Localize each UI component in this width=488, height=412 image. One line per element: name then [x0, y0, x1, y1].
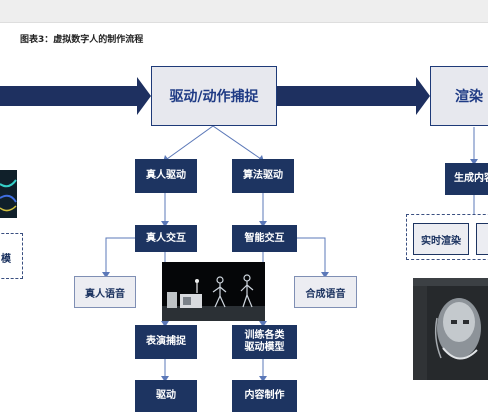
node-human-interact: 真人交互 — [135, 225, 197, 252]
render-options-group — [406, 214, 488, 260]
arrowhead — [259, 376, 267, 382]
node-train-model: 训练各类 驱动模型 — [232, 325, 297, 359]
motion-capture-image — [162, 262, 265, 321]
arrowhead — [321, 272, 329, 278]
figure-title: 图表3：虚拟数字人的制作流程 — [20, 35, 144, 45]
render-software-image — [413, 278, 488, 380]
stage-capture: 驱动/动作捕捉 — [151, 66, 277, 126]
node-algo-drive: 算法驱动 — [232, 159, 294, 193]
stage-render: 渲染 — [430, 66, 488, 126]
flow-arrow-left — [0, 77, 151, 115]
left-group-label: 模 — [1, 254, 11, 265]
node-offline-render-partial — [476, 223, 488, 255]
left-thumbnail-image — [0, 170, 17, 218]
node-synth-voice: 合成语音 — [294, 276, 357, 308]
flow-arrow-middle — [277, 77, 430, 115]
arrowhead — [259, 321, 267, 327]
arrowhead — [102, 272, 110, 278]
arrowhead — [470, 159, 478, 165]
node-perf-capture: 表演捕捉 — [135, 325, 197, 359]
node-drive: 驱动 — [135, 380, 197, 412]
top-bar — [0, 0, 488, 23]
node-human-drive: 真人驱动 — [135, 159, 197, 193]
stage-render-label: 渲染 — [455, 89, 483, 105]
node-realtime-render: 实时渲染 — [413, 223, 469, 255]
node-gen-content-label: 生成内容 — [454, 173, 488, 184]
arrowhead — [161, 376, 169, 382]
node-gen-content: 生成内容 — [445, 163, 488, 195]
arrowhead — [161, 321, 169, 327]
node-smart-interact: 智能交互 — [232, 225, 297, 252]
arrowhead — [161, 221, 169, 227]
node-content-make: 内容制作 — [232, 380, 297, 412]
arrowhead — [259, 221, 267, 227]
node-human-voice: 真人语音 — [74, 276, 136, 308]
left-output-group — [0, 233, 23, 279]
